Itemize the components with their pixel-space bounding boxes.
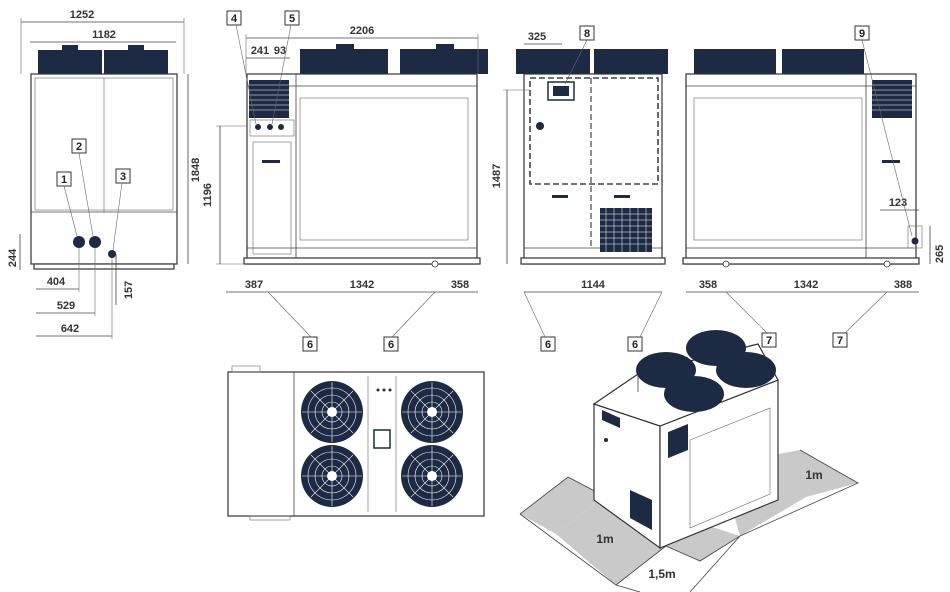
- port-3-icon: [108, 250, 116, 258]
- front-view: 2206 241 93 1196 387 1342 358 4 5 6 6: [202, 10, 488, 352]
- dim-side-x2: 529: [57, 300, 75, 312]
- back-panel-outline: [529, 77, 659, 185]
- dim-side-x3: 642: [61, 323, 79, 335]
- callout-7: [832, 332, 848, 348]
- svg-text:7: 7: [766, 335, 772, 347]
- right-view: 358 1342 388 123 265 9 7 7: [682, 25, 946, 348]
- right-grille: [872, 80, 912, 118]
- svg-text:6: 6: [388, 339, 394, 351]
- callout-3: [115, 168, 131, 184]
- fan-icon: [401, 445, 463, 507]
- dim-side-conn-height: 244: [7, 248, 19, 267]
- dim-right-left: 358: [699, 279, 717, 291]
- svg-text:3: 3: [120, 171, 126, 183]
- callout-6: [540, 336, 556, 352]
- svg-text:6: 6: [545, 339, 551, 351]
- dim-side-inner: 1182: [92, 29, 116, 41]
- front-fan-right: [400, 49, 488, 74]
- side-fan-cap: [128, 45, 144, 51]
- svg-text:9: 9: [859, 28, 865, 40]
- dim-front-length: 2206: [350, 25, 374, 37]
- dim-back-width: 1144: [581, 279, 606, 291]
- svg-text:8: 8: [584, 28, 590, 40]
- front-fan-left: [300, 49, 388, 74]
- clearance-front-left: [556, 496, 666, 585]
- callout-4: [226, 10, 242, 26]
- dim-side-drain: 157: [123, 281, 135, 299]
- top-fans: [301, 381, 463, 507]
- side-base: [33, 263, 175, 270]
- clearance-corner: [666, 525, 740, 561]
- dim-back-height: 1487: [491, 164, 503, 188]
- svg-text:2: 2: [76, 141, 82, 153]
- front-grille: [249, 80, 289, 118]
- dim-front-middle: 1342: [350, 279, 374, 291]
- callout-6: [383, 336, 399, 352]
- callout-6: [627, 336, 643, 352]
- dim-right-bottom: 265: [934, 245, 946, 263]
- right-port-icon: [911, 237, 919, 245]
- side-view: 1252 1182 1848 244 404 529 642 157 1 2 3: [7, 9, 202, 339]
- fan-icon: [301, 381, 363, 443]
- dim-front-a: 241: [251, 45, 269, 57]
- callout-5: [284, 10, 300, 26]
- dim-front-b: 93: [274, 45, 286, 57]
- dim-back-top: 325: [528, 31, 546, 43]
- callout-7: [761, 332, 777, 348]
- dim-front-right: 358: [451, 279, 469, 291]
- svg-text:6: 6: [632, 339, 638, 351]
- clearance-label-right: 1m: [805, 468, 822, 482]
- svg-text:4: 4: [231, 13, 238, 25]
- side-fan-cap: [62, 45, 78, 51]
- dim-side-width: 1252: [70, 9, 94, 21]
- svg-text:7: 7: [837, 335, 843, 347]
- side-fan-left: [38, 50, 102, 74]
- clearance-label-front: 1m: [596, 532, 613, 546]
- svg-text:6: 6: [307, 339, 313, 351]
- iso-view: 1m 1m 1,5m: [519, 330, 859, 592]
- svg-text:5: 5: [289, 13, 295, 25]
- clearance-label-bottom: 1,5m: [648, 567, 675, 581]
- side-fan-right: [104, 50, 168, 74]
- port-2-icon: [89, 236, 101, 248]
- iso-fan-icon: [664, 376, 724, 412]
- dim-right-right: 388: [894, 279, 912, 291]
- dim-side-height: 1848: [190, 158, 202, 182]
- dim-front-left: 387: [245, 279, 263, 291]
- back-view: 325 1487 1144 8 6 6: [491, 25, 668, 352]
- fan-icon: [301, 445, 363, 507]
- iso-grille: [630, 490, 652, 530]
- fan-icon: [401, 381, 463, 443]
- dim-side-x1: 404: [47, 276, 66, 288]
- iso-fan-icon: [716, 352, 776, 388]
- dim-front-height: 1196: [202, 183, 214, 207]
- dim-right-middle: 1342: [794, 279, 818, 291]
- port-1-icon: [73, 236, 85, 248]
- clearance-front: [520, 477, 604, 534]
- callout-6: [302, 336, 318, 352]
- svg-text:1: 1: [61, 174, 67, 186]
- back-grille: [600, 208, 652, 252]
